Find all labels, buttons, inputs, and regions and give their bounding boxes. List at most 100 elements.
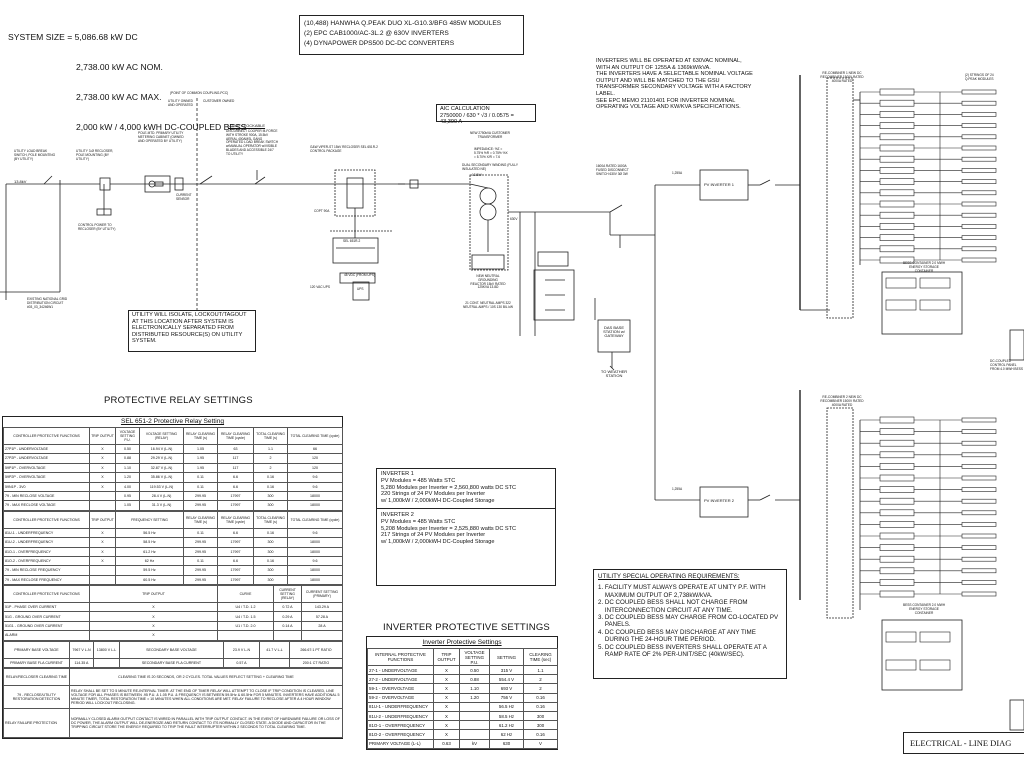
table-cell: 0.14 A [273, 620, 302, 632]
table-cell: 300 [253, 500, 288, 511]
table-cell: 60.5 Hz [115, 574, 184, 586]
table-cell: X [89, 537, 116, 548]
table-cell: 59P1P - OVERVOLTAGE [3, 462, 90, 474]
table-cell: 31.3 V (L-N) [139, 500, 184, 511]
table-cell: 27-1 - UNDERVOLTAGE [367, 664, 434, 676]
equipment-item: (4) DYNAPOWER DPS500 DC-DC CONVERTERS [304, 40, 455, 47]
utility-isolate-note: UTILITY WILL ISOLATE, LOCKOUT/TAGOUT AT … [128, 310, 256, 352]
table-cell: 16.94 V (L-N) [139, 443, 184, 455]
inv2-line: w/ 1,000kW / 2,000kWH DC-Coupled Storage [381, 539, 495, 546]
pv-string-box [961, 134, 997, 140]
system-size-line: SYSTEM SIZE = 5,086.68 kW DC [8, 32, 138, 42]
string-combiner-box [879, 509, 915, 517]
recombiner-1-rows [860, 88, 997, 264]
dual-secondary-label: DUAL SECONDARY WINDING (FULLY INSULATED … [462, 163, 518, 171]
table-cell: FREQUENCY SETTING [115, 510, 184, 529]
table-cell: X [89, 527, 116, 539]
string-combiner-box [879, 211, 915, 219]
table-cell: 58.5 Hz [489, 710, 524, 722]
sel-control-box [332, 237, 379, 264]
table-cell: 630 [489, 738, 524, 749]
table-cell: 119.53 V (L-N) [139, 481, 184, 492]
string-combiner-box [879, 439, 915, 447]
inv1-line: INVERTER 1 [381, 471, 414, 477]
pv-string-box [961, 464, 997, 469]
string-combiner-box [879, 428, 915, 435]
string-combiner-box [879, 111, 915, 118]
fault-amps-label: 21 CONT. NEUTRAL AMPS 322 NEUTRAL AMPS /… [462, 301, 514, 309]
table-cell [217, 630, 274, 641]
sel-box-label: SEL 651R-2 [343, 239, 361, 243]
string-combiner-box [879, 234, 915, 241]
table-cell [89, 500, 116, 511]
pv-string-box [961, 100, 997, 106]
table-cell: 81U-2 - UNDERFREQUENCY [3, 537, 90, 548]
table-cell: X [89, 443, 116, 455]
pcc-label: (POINT OF COMMON COUPLING-PCC) [170, 91, 229, 95]
table-cell: 1.20 [115, 472, 140, 483]
table-cell: 79 - MAX RECLOSE VOLTAGE [3, 500, 90, 511]
table-cell: 120 [287, 462, 343, 474]
table-cell: 299.95 [183, 574, 218, 586]
table-cell: 6.6 [217, 527, 254, 539]
aic-formula: 2750000 / 630 * √3 / 0.0575 = 43,390 A [440, 112, 514, 126]
table-cell: 6.6 [217, 472, 254, 483]
table-cell: CONTROLLER PROTECTIVE FUNCTIONS [3, 427, 90, 445]
table-cell [93, 657, 120, 669]
dc-coupled-label: DC-COUPLED CONTROL PANEL FROM 4.0 MWH BE… [990, 359, 1023, 371]
table-cell: TRIP OUTPUT [89, 585, 218, 604]
string-combiner-box [879, 99, 915, 107]
table-cell: 79 - MAX RECLOSE FREQUENCY [3, 574, 90, 586]
table-cell: 0.88 [459, 674, 490, 685]
string-combiner-box [879, 463, 915, 470]
table-cell: 81O-1 - OVERFREQUENCY [367, 720, 434, 731]
string-combiner-box [879, 544, 915, 551]
table-cell: INTERNAL PROTECTIVE FUNCTIONS [367, 648, 434, 666]
utility-req-item: 3. DC COUPLED BESS MAY CHARGE FROM CO-LO… [598, 614, 779, 629]
das-label: DAS BASE STATION w/ GATEWAY [603, 325, 625, 338]
pv-string-box [961, 580, 997, 585]
table-cell: X [433, 720, 460, 731]
aic-title: AIC CALCULATION [440, 106, 490, 112]
table-cell: 9.6 [287, 555, 343, 567]
lv-label: 630V [510, 217, 518, 221]
table-cell: RELAY CLEARING TIME (cycle) [217, 427, 254, 445]
inverter-operation-note: INVERTERS WILL BE OPERATED AT 630VAC NOM… [593, 57, 771, 123]
weather-label: TO WEATHER STATION [600, 369, 628, 378]
equipment-item: (10,488) HANWHA Q.PEAK DUO XL-G10.3/BFG … [304, 20, 502, 27]
utility-req-title: UTILITY SPECIAL OPERATING REQUIREMENTS: [598, 573, 740, 580]
string-combiner-box [879, 555, 915, 563]
table-cell: X [433, 674, 460, 685]
table-cell: 0.16 [523, 729, 558, 740]
table-cell: 756 V [489, 692, 524, 703]
utility-owned-label: UTILITY OWNED AND OPERATED [168, 99, 193, 107]
table-cell: 57.28 A [301, 611, 343, 622]
table-cell: ALARM [3, 630, 90, 641]
string-combiner-box [879, 451, 915, 459]
table-cell: 0.16 [253, 555, 288, 567]
table-cell: 0.16 [253, 472, 288, 483]
pv-string-box [961, 417, 997, 423]
bess-container-label: BESS CONTAINER 2.0 MWH ENERGY STORAGE CO… [902, 261, 946, 273]
table-cell: 299.95 [183, 565, 218, 576]
table-cell: 300 [253, 490, 288, 502]
string-combiner-box [879, 579, 915, 586]
hv-label: 13.8kV [472, 173, 482, 177]
table-cell: 81U-1 - UNDERFREQUENCY [3, 527, 90, 539]
table-cell: 0.63 [433, 738, 460, 749]
string-combiner-box [879, 532, 915, 540]
table-cell: 0.72 A [273, 602, 302, 613]
table-cell: V [523, 738, 558, 749]
table-cell: 18000 [287, 546, 343, 557]
